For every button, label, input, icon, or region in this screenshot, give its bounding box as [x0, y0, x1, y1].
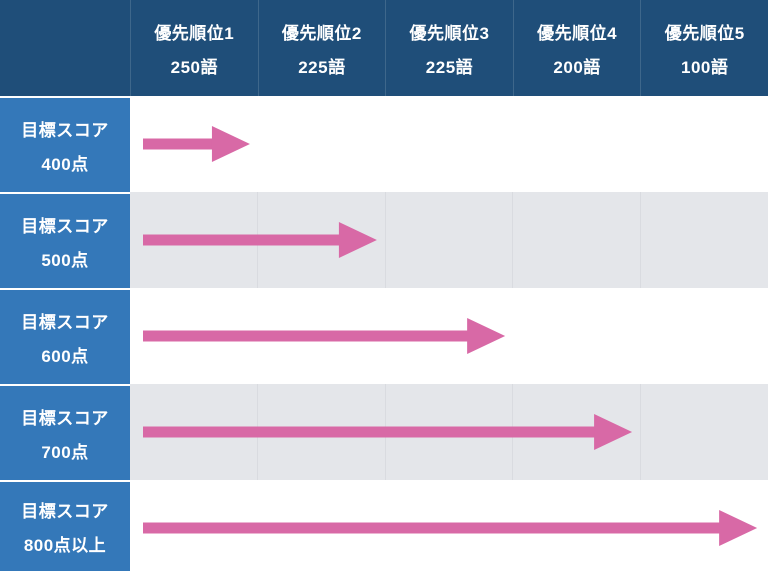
- table-row: [130, 288, 768, 384]
- column-header-words: 100語: [681, 57, 729, 77]
- row-header-title: 目標スコア: [21, 216, 109, 236]
- table-row: [130, 192, 768, 288]
- column-header-title: 優先順位5: [664, 23, 745, 43]
- column-header-title: 優先順位4: [537, 23, 618, 43]
- table-corner-cell: [0, 0, 130, 96]
- table-cell: [256, 384, 385, 480]
- table-cell: [130, 384, 257, 480]
- table-cell: [512, 192, 640, 288]
- table-cell: [640, 96, 768, 192]
- table-cell: [257, 288, 385, 384]
- row-header-score: 400点: [41, 154, 89, 174]
- table-cell: [130, 96, 257, 192]
- table-cell: [512, 384, 640, 480]
- table-cell: [640, 192, 768, 288]
- row-header-score: 800点以上: [23, 536, 107, 555]
- row-header-score-600: 目標スコア 600点: [0, 288, 130, 384]
- table-cell: [130, 288, 257, 384]
- table-cell: [640, 288, 768, 384]
- column-header-priority-3: 優先順位3 225語: [385, 0, 513, 96]
- column-header-words: 250語: [170, 57, 218, 77]
- row-header-title: 目標スコア: [21, 502, 109, 521]
- row-header-score: 700点: [41, 442, 89, 462]
- table-cell: [512, 288, 640, 384]
- table-cell: [257, 96, 385, 192]
- column-header-priority-2: 優先順位2 225語: [257, 0, 386, 96]
- table-cell: [256, 192, 385, 288]
- table-cell: [257, 480, 385, 576]
- column-header-title: 優先順位2: [281, 23, 362, 43]
- column-header-priority-5: 優先順位5 100語: [640, 0, 768, 96]
- table-row: [130, 384, 768, 480]
- column-header-words: 225語: [298, 57, 346, 77]
- table-cell: [512, 96, 640, 192]
- column-header-priority-4: 優先順位4 200語: [512, 0, 641, 96]
- row-header-score: 600点: [41, 346, 89, 366]
- row-header-score-800-plus: 目標スコア 800点以上: [0, 480, 130, 576]
- table-cell: [640, 480, 768, 576]
- row-header-title: 目標スコア: [21, 408, 109, 428]
- table-cell: [130, 480, 257, 576]
- row-header-score-500: 目標スコア 500点: [0, 192, 130, 288]
- table-row: [130, 480, 768, 576]
- row-header-score-700: 目標スコア 700点: [0, 384, 130, 480]
- column-header-words: 200語: [553, 57, 601, 77]
- table-row: [130, 96, 768, 192]
- table-cell: [385, 96, 513, 192]
- column-header-priority-1: 優先順位1 250語: [130, 0, 258, 96]
- table-cell: [384, 192, 513, 288]
- table-cell: [385, 288, 513, 384]
- column-header-words: 225語: [425, 57, 474, 77]
- table-cell: [385, 480, 513, 576]
- table-cell: [640, 384, 768, 480]
- row-header-title: 目標スコア: [21, 312, 109, 332]
- row-header-score: 500点: [41, 250, 89, 270]
- table-cell: [130, 192, 257, 288]
- row-header-title: 目標スコア: [21, 120, 109, 140]
- column-header-title: 優先順位3: [409, 23, 490, 43]
- table-cell: [384, 384, 513, 480]
- column-header-title: 優先順位1: [154, 23, 235, 43]
- table-cell: [512, 480, 640, 576]
- row-header-score-400: 目標スコア 400点: [0, 96, 130, 192]
